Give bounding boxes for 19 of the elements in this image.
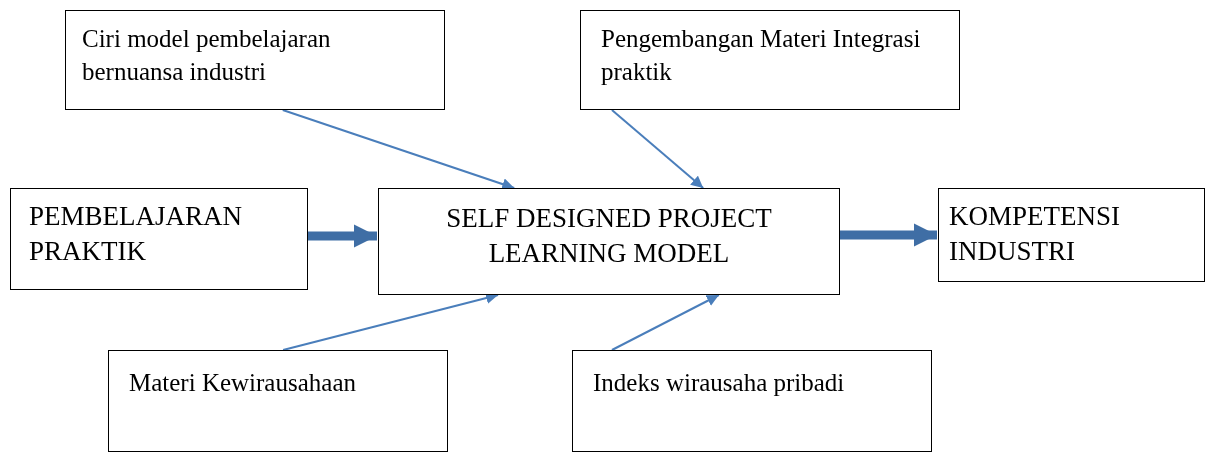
block-arrow bbox=[308, 224, 377, 248]
box-label: Materi Kewirausahaan bbox=[129, 368, 356, 398]
block-arrow bbox=[840, 223, 937, 247]
box-label: Ciri model pembelajaran bernuansa industri bbox=[82, 24, 332, 87]
concept-box bbox=[572, 350, 932, 452]
concept-box bbox=[65, 10, 445, 110]
concept-box bbox=[938, 188, 1205, 282]
box-label: KOMPETENSI INDUSTRI bbox=[949, 200, 1121, 269]
concept-box bbox=[108, 350, 448, 452]
arrow bbox=[281, 109, 516, 190]
box-label: Indeks wirausaha pribadi bbox=[593, 368, 845, 398]
arrow bbox=[610, 109, 705, 189]
model-box bbox=[378, 188, 840, 295]
arrow bbox=[610, 294, 720, 351]
concept-box bbox=[580, 10, 960, 110]
box-label: SELF DESIGNED PROJECT LEARNING MODEL bbox=[445, 202, 773, 271]
box-label: Pengembangan Materi Integrasi praktik bbox=[601, 24, 922, 87]
concept-box bbox=[10, 188, 308, 290]
box-label: PEMBELAJARAN PRAKTIK bbox=[29, 200, 244, 269]
